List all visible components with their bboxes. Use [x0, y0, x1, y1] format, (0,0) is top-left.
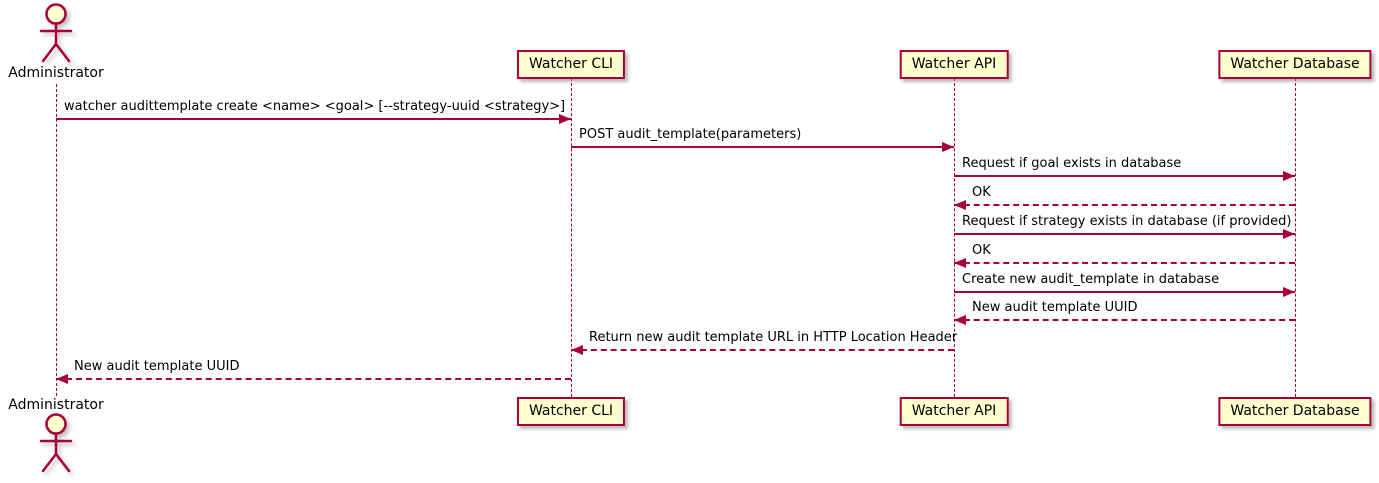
participant-box-watcher-database-top: Watcher Database	[1218, 50, 1372, 79]
message-line-3	[954, 204, 1295, 206]
message-arrowhead-5	[954, 258, 966, 268]
message-label-1: POST audit_template(parameters)	[579, 127, 802, 142]
message-arrowhead-2	[1283, 171, 1295, 181]
lifeline-watcher-cli	[571, 78, 572, 397]
message-line-2	[954, 175, 1295, 177]
participant-box-watcher-cli-top: Watcher CLI	[516, 50, 626, 79]
message-label-8: Return new audit template URL in HTTP Lo…	[589, 330, 958, 345]
message-label-7: New audit template UUID	[972, 300, 1138, 315]
message-line-8	[571, 349, 954, 351]
message-line-1	[571, 146, 954, 148]
message-arrowhead-9	[56, 374, 68, 384]
message-line-9	[56, 378, 571, 380]
message-label-4: Request if strategy exists in database (…	[962, 214, 1292, 229]
message-label-6: Create new audit_template in database	[962, 272, 1220, 287]
participant-box-watcher-database-bottom: Watcher Database	[1218, 397, 1372, 426]
message-label-5: OK	[972, 243, 991, 258]
message-arrowhead-7	[954, 315, 966, 325]
message-label-9: New audit template UUID	[74, 359, 240, 374]
lifeline-administrator	[56, 84, 57, 396]
lifeline-watcher-api	[954, 78, 955, 397]
message-line-0	[56, 118, 571, 120]
participant-box-watcher-cli-bottom: Watcher CLI	[516, 397, 626, 426]
actor-label-bottom: Administrator	[8, 397, 104, 413]
participant-box-watcher-api-top: Watcher API	[899, 50, 1009, 79]
actor-label-top: Administrator	[8, 65, 104, 81]
message-line-6	[954, 291, 1295, 293]
actor-figure-bottom-administrator-icon	[32, 413, 80, 479]
message-label-3: OK	[972, 185, 991, 200]
message-line-7	[954, 319, 1295, 321]
message-arrowhead-6	[1283, 287, 1295, 297]
message-arrowhead-8	[571, 345, 583, 355]
message-arrowhead-0	[559, 114, 571, 124]
message-arrowhead-1	[942, 142, 954, 152]
actor-figure-top-administrator-icon	[32, 3, 80, 69]
message-arrowhead-3	[954, 200, 966, 210]
message-line-4	[954, 233, 1295, 235]
message-arrowhead-4	[1283, 229, 1295, 239]
message-label-0: watcher audittemplate create <name> <goa…	[64, 99, 566, 114]
message-line-5	[954, 262, 1295, 264]
lifeline-watcher-database	[1295, 78, 1296, 397]
participant-box-watcher-api-bottom: Watcher API	[899, 397, 1009, 426]
message-label-2: Request if goal exists in database	[962, 156, 1182, 171]
